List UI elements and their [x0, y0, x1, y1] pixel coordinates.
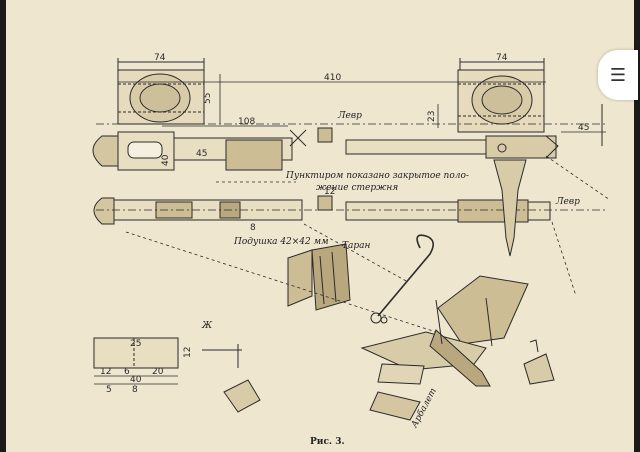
ram-label: Таран: [342, 241, 370, 251]
pad-dim-8: 8: [132, 385, 138, 395]
lever-label-bottom: Лeвp: [555, 197, 580, 207]
figure-caption: Рис. 3.: [310, 437, 345, 447]
upper-assembly: [92, 127, 559, 171]
dim-overall-410: 410: [324, 73, 341, 83]
detail-mark: Ж: [201, 321, 213, 331]
dim-left-74: 74: [154, 53, 166, 63]
pad-dim-12-side: 12: [183, 347, 193, 358]
pad-dim-5: 5: [106, 385, 112, 395]
dashed-note-line2: жение стержня: [316, 183, 398, 193]
dashed-note-line1: Пунктиром показано закрытое поло-: [285, 171, 469, 181]
dim-8: 8: [250, 223, 256, 233]
dim-23: 23: [427, 111, 437, 122]
right-top-block: [457, 69, 545, 133]
pad-dim-20: 20: [152, 367, 164, 377]
dim-right-74: 74: [496, 53, 508, 63]
dim-45-left: 45: [196, 149, 207, 159]
pad-dim-6: 6: [124, 367, 130, 377]
dim-55: 55: [203, 93, 213, 104]
dim-12: 12: [324, 187, 335, 197]
pad-and-ram: [287, 243, 351, 311]
lever-label-top: Лeвp: [337, 111, 362, 121]
pad-dim-12: 12: [100, 367, 111, 377]
crossbow-assembly: [360, 275, 529, 421]
pad-label: Подушка 42×42 мм: [233, 237, 329, 247]
technical-drawing: 74 74 410 55 108 23 45 45 40 12 8 Лeвp Л…: [92, 53, 611, 447]
dim-108: 108: [238, 117, 255, 127]
pad-dim-25: 25: [130, 339, 141, 349]
pad-dim-40: 40: [130, 375, 142, 385]
drawing-sheet: 74 74 410 55 108 23 45 45 40 12 8 Лeвp Л…: [6, 0, 634, 452]
lower-assembly: [93, 195, 606, 225]
dim-45-right: 45: [578, 123, 589, 133]
dim-40: 40: [161, 154, 171, 166]
hamburger-menu-icon[interactable]: ☰: [598, 50, 638, 100]
left-top-block: [117, 69, 205, 125]
